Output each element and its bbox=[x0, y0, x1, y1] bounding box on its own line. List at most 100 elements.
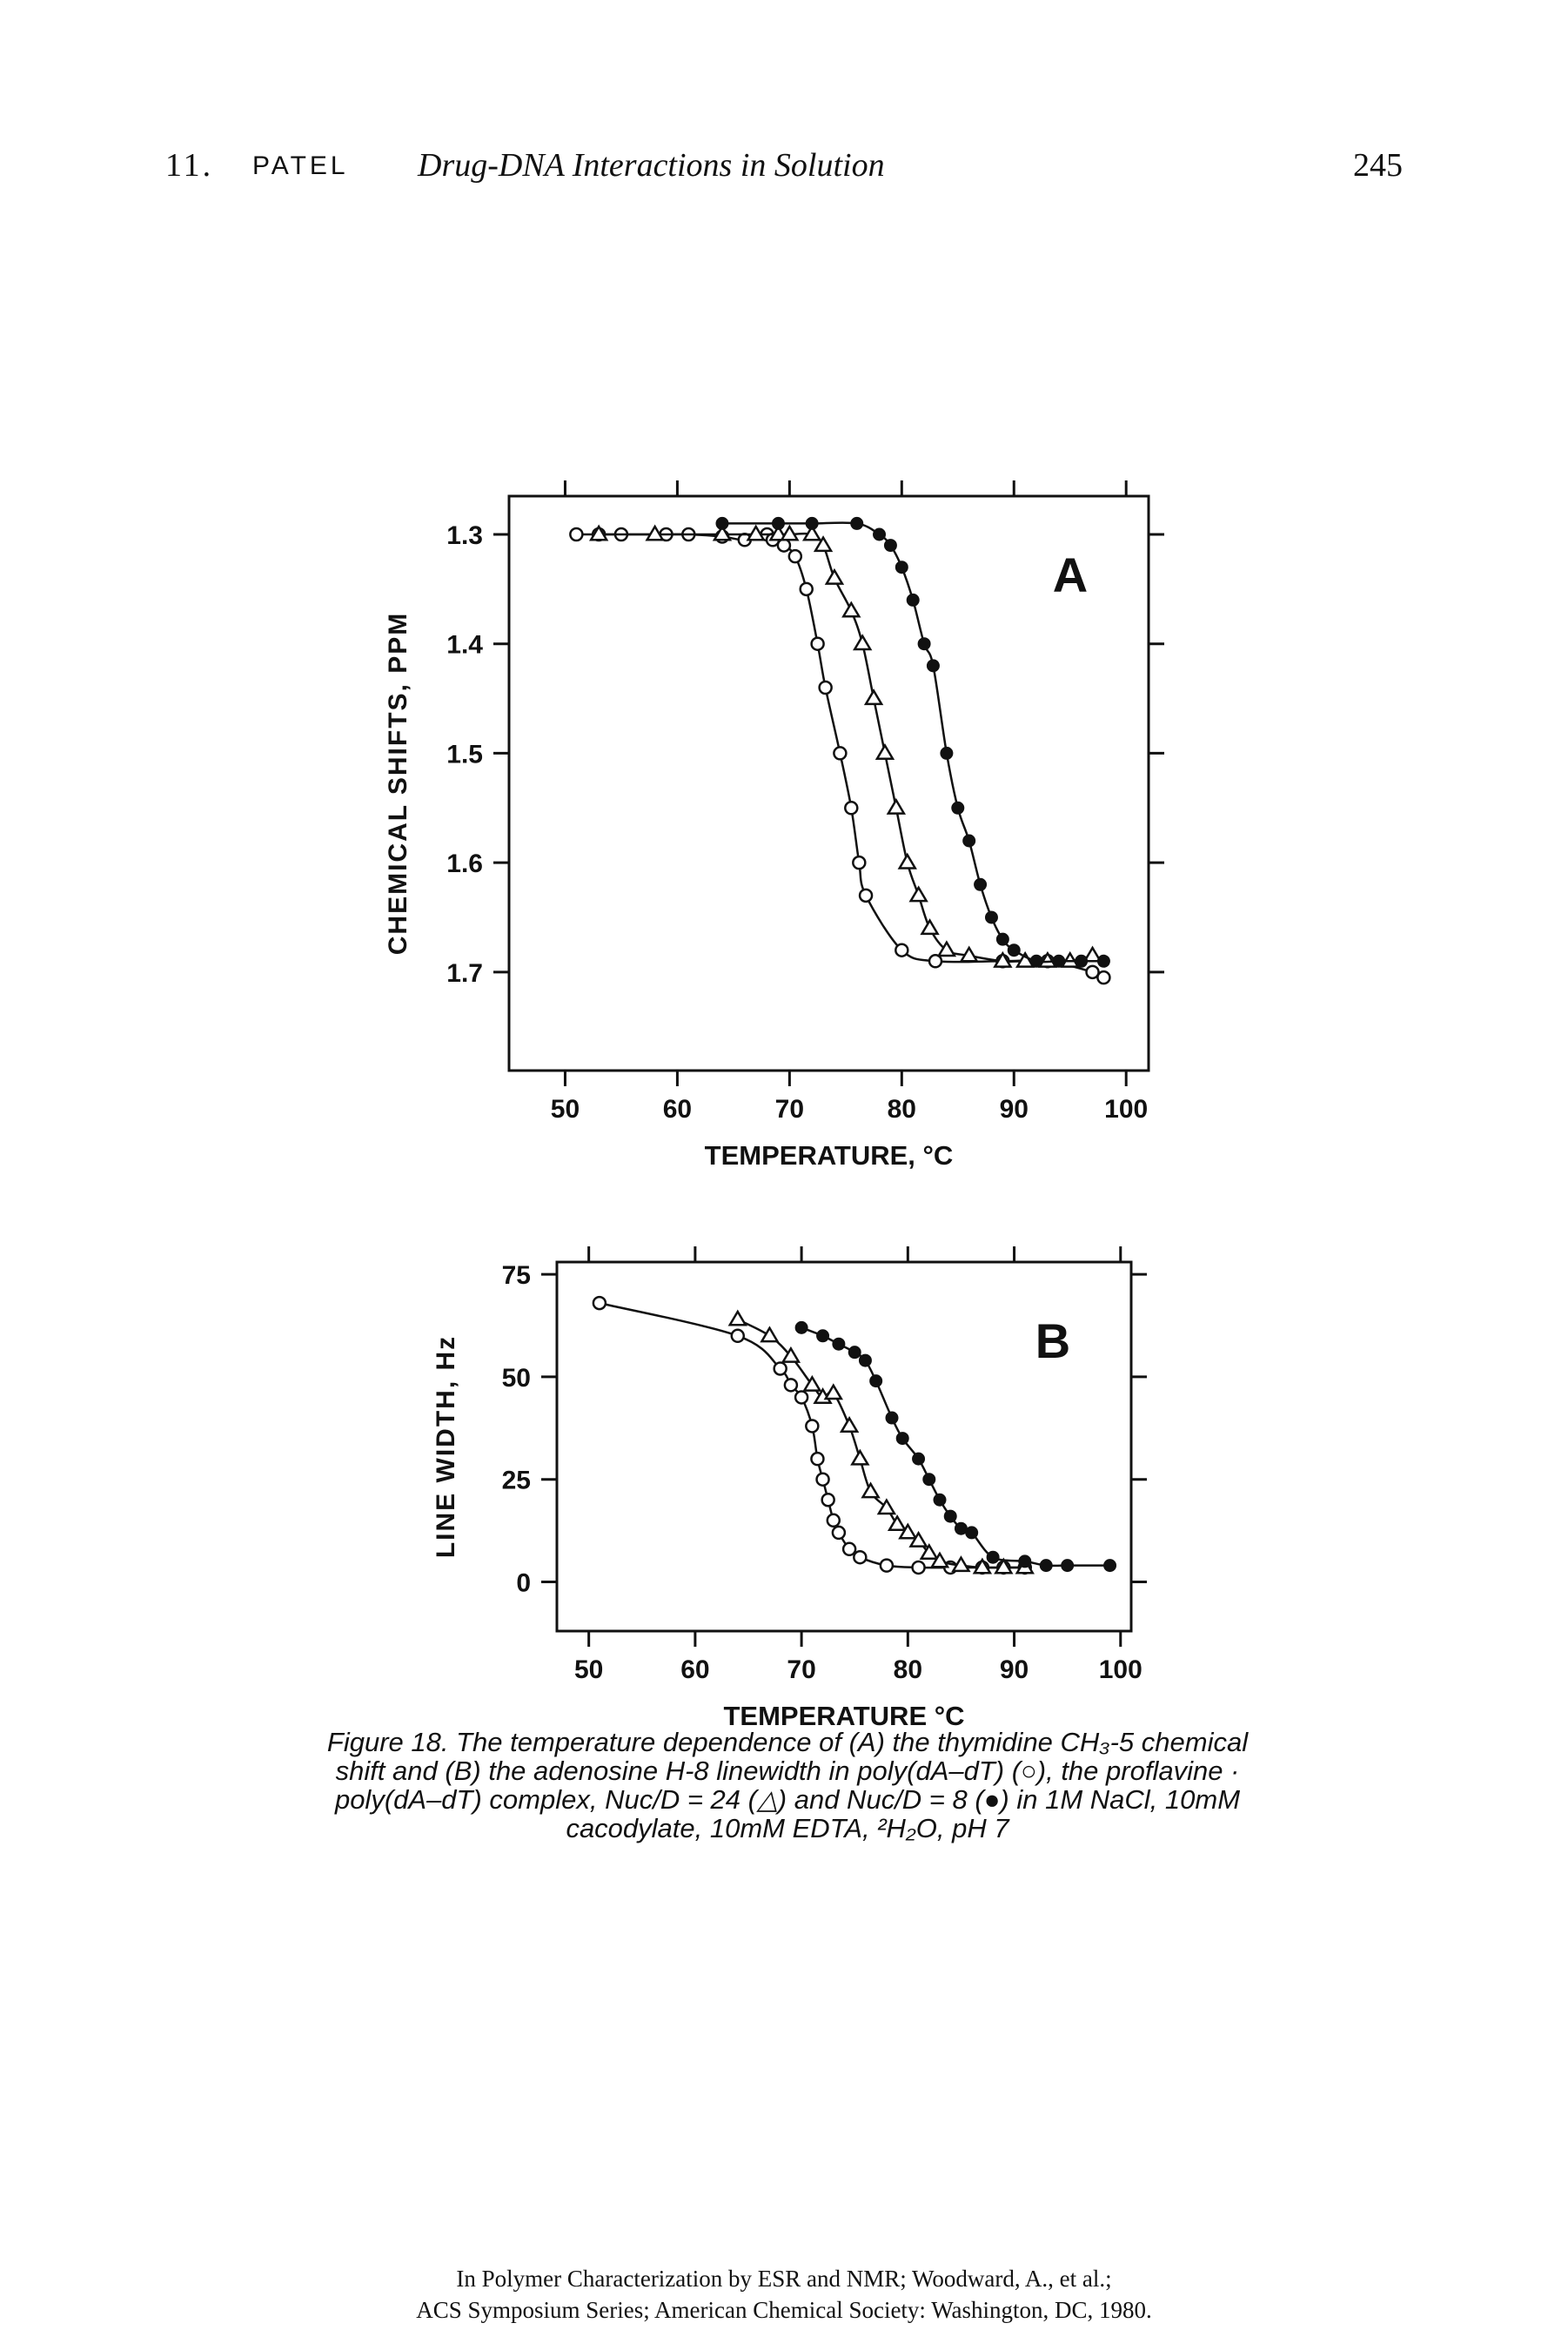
data-point-open-circle bbox=[783, 1378, 799, 1393]
data-point-open-circle bbox=[592, 1295, 607, 1311]
data-point-open-circle bbox=[799, 581, 814, 597]
data-point-filled-circle bbox=[962, 834, 976, 848]
data-point-filled-circle bbox=[816, 1329, 830, 1343]
data-point-open-circle bbox=[826, 1513, 841, 1528]
data-point-filled-circle bbox=[986, 1550, 1000, 1564]
author-name: PATEL bbox=[252, 151, 349, 180]
data-point-filled-circle bbox=[954, 1521, 968, 1535]
plot-frame bbox=[507, 494, 1150, 1072]
data-point-open-triangle bbox=[768, 524, 788, 541]
data-point-open-triangle bbox=[839, 1415, 860, 1433]
data-point-open-triangle bbox=[760, 1326, 780, 1343]
data-point-open-triangle bbox=[951, 1555, 971, 1573]
data-point-open-circle bbox=[1096, 970, 1111, 985]
data-point-open-triangle bbox=[919, 1543, 939, 1561]
data-point-filled-circle bbox=[1029, 954, 1043, 968]
data-point-open-triangle bbox=[994, 1557, 1014, 1574]
data-point-open-triangle bbox=[1037, 950, 1058, 968]
data-point-filled-circle bbox=[805, 516, 819, 530]
caption-line: cacodylate, 10mM EDTA, ²H₂O, pH 7 bbox=[566, 1813, 1009, 1843]
data-point-filled-circle bbox=[965, 1526, 979, 1540]
chart-b-x-tick-label: 80 bbox=[894, 1655, 922, 1684]
data-point-open-triangle bbox=[908, 1530, 928, 1548]
data-point-filled-circle bbox=[895, 1432, 909, 1446]
data-point-open-triangle bbox=[886, 797, 907, 815]
chapter-number: 11. bbox=[165, 147, 214, 184]
data-point-filled-circle bbox=[848, 1346, 861, 1360]
data-point-filled-circle bbox=[771, 516, 785, 530]
chart-a-y-axis-label: CHEMICAL SHIFTS, PPM bbox=[384, 612, 412, 955]
data-point-open-circle bbox=[776, 538, 792, 553]
data-point-open-circle bbox=[794, 1390, 809, 1405]
data-point-filled-circle bbox=[873, 527, 887, 541]
data-point-open-circle bbox=[810, 1451, 825, 1467]
data-point-open-triangle bbox=[897, 852, 917, 870]
data-point-open-circle bbox=[852, 855, 867, 870]
data-point-open-triangle bbox=[1015, 950, 1035, 968]
data-point-open-triangle bbox=[1060, 950, 1080, 968]
figure-caption: Figure 18. The temperature dependence of… bbox=[183, 1728, 1392, 1843]
data-point-filled-circle bbox=[943, 1509, 957, 1523]
caption-line: poly(dA–dT) complex, Nuc/D = 24 (△) and … bbox=[334, 1784, 1241, 1815]
plot-frame bbox=[555, 1260, 1133, 1633]
data-point-open-triangle bbox=[852, 634, 873, 651]
data-point-open-circle bbox=[844, 801, 859, 816]
data-point-open-triangle bbox=[874, 742, 895, 760]
caption-line: shift and (B) the adenosine H-8 linewidt… bbox=[335, 1756, 1240, 1786]
data-point-open-triangle bbox=[813, 535, 834, 553]
data-point-filled-circle bbox=[1061, 1559, 1075, 1573]
data-point-open-triangle bbox=[850, 1448, 870, 1466]
data-point-filled-circle bbox=[912, 1452, 926, 1466]
data-point-open-triangle bbox=[908, 885, 928, 903]
data-point-filled-circle bbox=[906, 593, 920, 607]
data-point-filled-circle bbox=[1039, 1559, 1053, 1573]
chart-a-panel-label: A bbox=[1053, 547, 1088, 602]
data-point-open-triangle bbox=[588, 524, 609, 541]
series-curve-open-triangle bbox=[599, 532, 1093, 963]
data-point-open-triangle bbox=[824, 567, 845, 585]
data-point-open-triangle bbox=[801, 524, 822, 541]
chart-b-x-tick-label: 50 bbox=[574, 1655, 603, 1684]
data-point-filled-circle bbox=[984, 910, 998, 924]
data-point-open-triangle bbox=[645, 524, 665, 541]
chart-b-y-tick-label: 50 bbox=[502, 1364, 531, 1393]
chart-a-x-tick-label: 100 bbox=[1104, 1095, 1148, 1124]
data-point-open-triangle bbox=[712, 524, 733, 541]
data-point-open-circle bbox=[831, 1525, 847, 1541]
data-point-open-triangle bbox=[887, 1514, 908, 1532]
data-point-open-circle bbox=[805, 1419, 820, 1434]
data-point-filled-circle bbox=[926, 659, 940, 673]
data-point-open-triangle bbox=[802, 1374, 822, 1392]
data-point-filled-circle bbox=[1096, 954, 1110, 968]
data-point-open-triangle bbox=[876, 1498, 897, 1515]
data-point-open-triangle bbox=[841, 601, 861, 618]
data-point-filled-circle bbox=[794, 1320, 808, 1334]
data-point-filled-circle bbox=[885, 1411, 899, 1425]
chart-a-x-tick-label: 90 bbox=[1000, 1095, 1029, 1124]
running-title: Drug-DNA Interactions in Solution bbox=[418, 147, 885, 184]
footer-line: In Polymer Characterization by ESR and N… bbox=[456, 2266, 1112, 2292]
data-point-filled-circle bbox=[940, 746, 954, 760]
chart-a-y-tick-label: 1.6 bbox=[446, 849, 483, 878]
chart-a-x-tick-label: 70 bbox=[775, 1095, 804, 1124]
chart-b-x-axis-label: TEMPERATURE °C bbox=[723, 1701, 964, 1731]
data-point-open-triangle bbox=[727, 1309, 747, 1326]
data-point-filled-circle bbox=[1018, 1554, 1032, 1568]
data-point-open-circle bbox=[787, 548, 803, 564]
data-point-open-triangle bbox=[861, 1481, 881, 1499]
data-point-filled-circle bbox=[1007, 943, 1021, 957]
chart-b-x-tick-label: 100 bbox=[1099, 1655, 1142, 1684]
data-point-open-circle bbox=[810, 636, 825, 651]
data-point-open-circle bbox=[895, 943, 909, 957]
data-point-open-triangle bbox=[823, 1383, 843, 1400]
data-point-filled-circle bbox=[974, 877, 988, 891]
data-point-open-triangle bbox=[781, 1346, 801, 1363]
chart-b-y-tick-label: 75 bbox=[502, 1261, 531, 1290]
chart-b-panel-label: B bbox=[1035, 1313, 1070, 1368]
data-point-open-circle bbox=[853, 1549, 868, 1565]
data-point-open-circle bbox=[833, 746, 848, 761]
data-point-open-circle bbox=[1085, 964, 1100, 980]
data-point-filled-circle bbox=[858, 1353, 872, 1367]
data-point-filled-circle bbox=[1075, 954, 1089, 968]
